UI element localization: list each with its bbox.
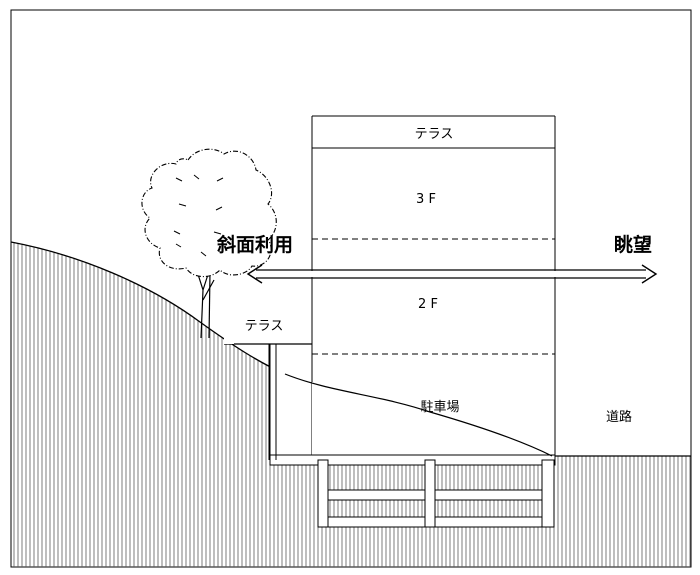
- building: [311, 115, 556, 456]
- floor-2-label: 2 F: [418, 297, 438, 312]
- view-arrow: [246, 264, 658, 284]
- roof-terrace-label: テラス: [415, 127, 454, 142]
- side-terrace: [224, 338, 312, 345]
- road-label: 道路: [606, 409, 632, 425]
- tree-icon: [141, 148, 277, 339]
- floor-3-label: 3 F: [416, 192, 436, 207]
- slope-use-label: 斜面利用: [216, 233, 293, 256]
- side-terrace-label: テラス: [245, 319, 284, 334]
- parking-label: 駐車場: [420, 400, 459, 415]
- foundation: [268, 343, 556, 528]
- view-label: 眺望: [614, 233, 652, 256]
